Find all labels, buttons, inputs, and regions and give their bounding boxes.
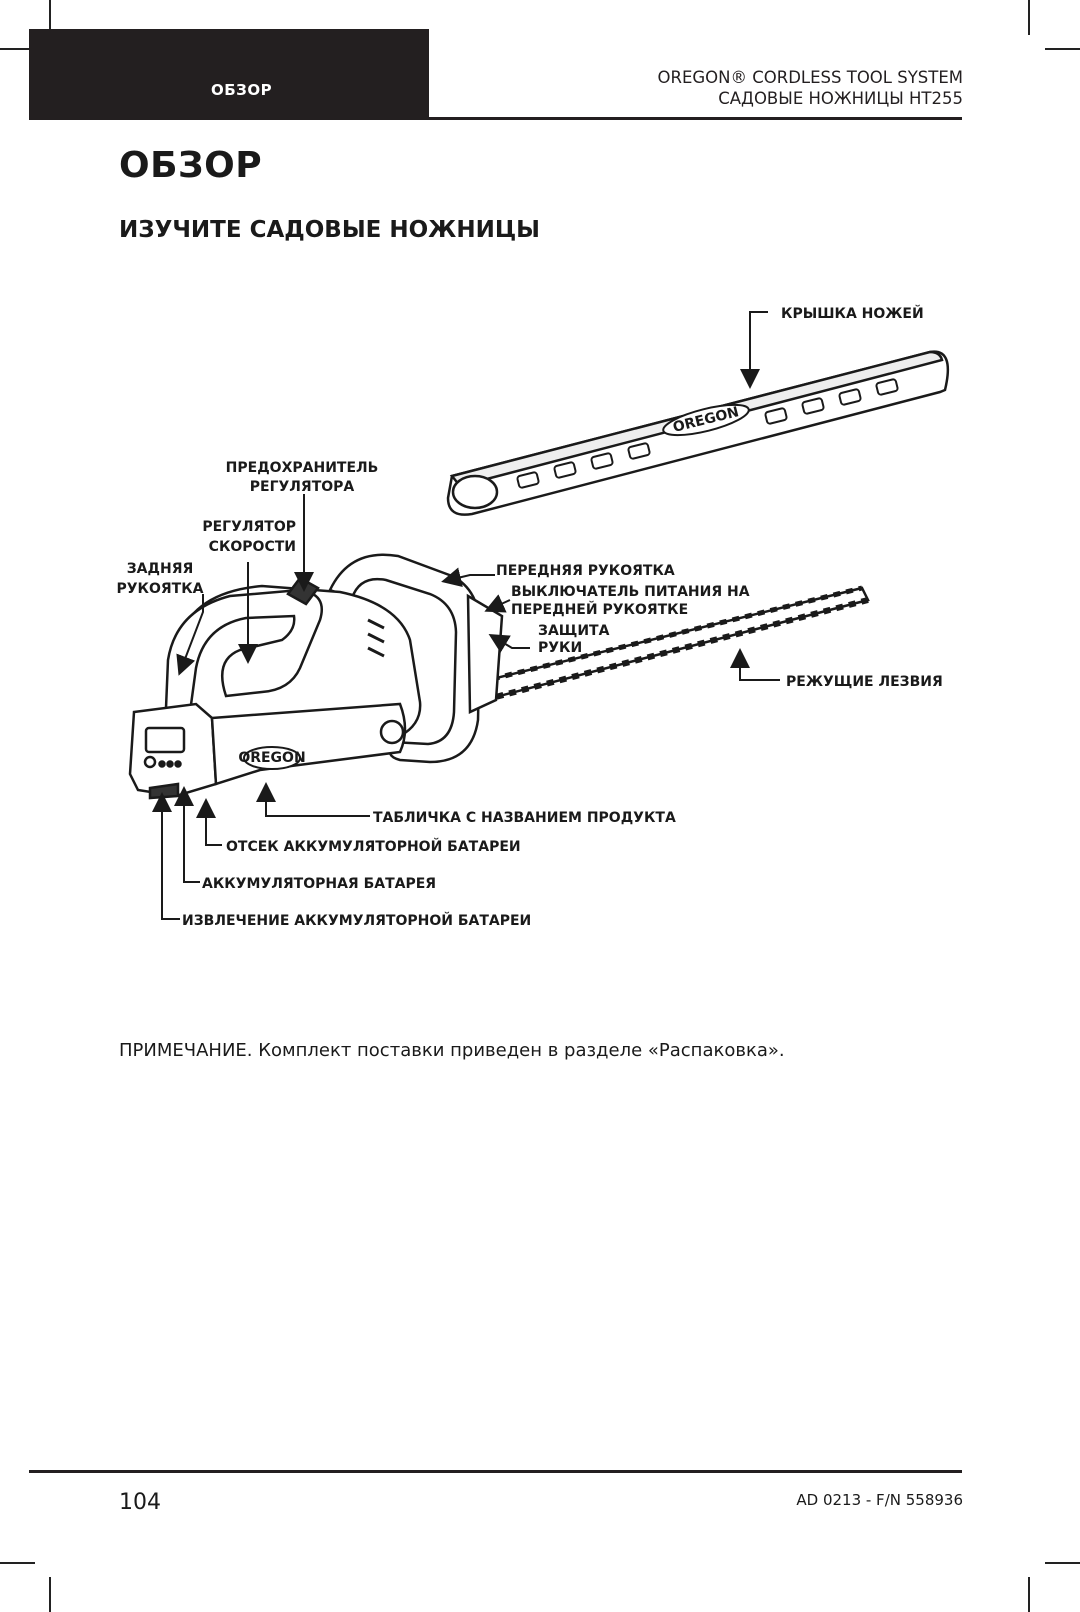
running-header: OREGON® CORDLESS TOOL SYSTEM САДОВЫЕ НОЖ… xyxy=(658,67,963,109)
label-trigger-line2: СКОРОСТИ xyxy=(209,539,296,555)
document-code: AD 0213 - F/N 558936 xyxy=(796,1491,963,1509)
product-line: OREGON® CORDLESS TOOL SYSTEM xyxy=(657,68,963,87)
label-rear-handle-line1: ЗАДНЯЯ xyxy=(127,561,194,577)
note-text: ПРИМЕЧАНИЕ. Комплект поставки приведен в… xyxy=(119,1040,785,1061)
footer-rule xyxy=(29,1470,962,1473)
product-name: САДОВЫЕ НОЖНИЦЫ HT255 xyxy=(718,89,963,108)
label-trigger-line1: РЕГУЛЯТОР xyxy=(202,519,296,535)
label-front-switch-line2: ПЕРЕДНЕЙ РУКОЯТКЕ xyxy=(511,601,688,618)
blade-cover-illustration xyxy=(446,350,950,516)
crop-mark xyxy=(0,48,35,50)
label-battery-release: ИЗВЛЕЧЕНИЕ АККУМУЛЯТОРНОЙ БАТАРЕИ xyxy=(182,912,531,929)
header-rule xyxy=(29,117,962,120)
label-blade-cover: КРЫШКА НОЖЕЙ xyxy=(781,305,924,322)
label-rear-handle-line2: РУКОЯТКА xyxy=(116,581,203,597)
page-title: ОБЗОР xyxy=(119,145,263,186)
label-hand-guard-line2: РУКИ xyxy=(538,640,582,656)
section-tab: ОБЗОР xyxy=(29,29,429,119)
label-front-switch-line1: ВЫКЛЮЧАТЕЛЬ ПИТАНИЯ НА xyxy=(511,584,750,600)
label-hand-guard-line1: ЗАЩИТА xyxy=(538,623,610,639)
hedge-trimmer-diagram: OREGON OREGON xyxy=(116,305,950,929)
section-title: ИЗУЧИТЕ САДОВЫЕ НОЖНИЦЫ xyxy=(119,217,540,243)
crop-mark xyxy=(49,1577,51,1612)
page-number: 104 xyxy=(119,1490,161,1515)
crop-mark xyxy=(1045,1562,1080,1564)
section-tab-label: ОБЗОР xyxy=(211,81,273,99)
label-lockout-line1: ПРЕДОХРАНИТЕЛЬ xyxy=(226,460,379,476)
label-battery: АККУМУЛЯТОРНАЯ БАТАРЕЯ xyxy=(202,876,436,892)
label-battery-compartment: ОТСЕК АККУМУЛЯТОРНОЙ БАТАРЕИ xyxy=(226,838,521,855)
label-lockout-line2: РЕГУЛЯТОРА xyxy=(250,479,355,495)
crop-mark xyxy=(0,1562,35,1564)
crop-mark xyxy=(1028,0,1030,35)
body-brand-logo: OREGON xyxy=(238,750,305,766)
label-product-label: ТАБЛИЧКА С НАЗВАНИЕМ ПРОДУКТА xyxy=(373,810,676,826)
crop-mark xyxy=(1045,48,1080,50)
label-cutting-blades: РЕЖУЩИЕ ЛЕЗВИЯ xyxy=(786,674,943,690)
crop-mark xyxy=(1028,1577,1030,1612)
label-front-handle: ПЕРЕДНЯЯ РУКОЯТКА xyxy=(496,563,675,579)
crop-mark xyxy=(49,0,51,48)
